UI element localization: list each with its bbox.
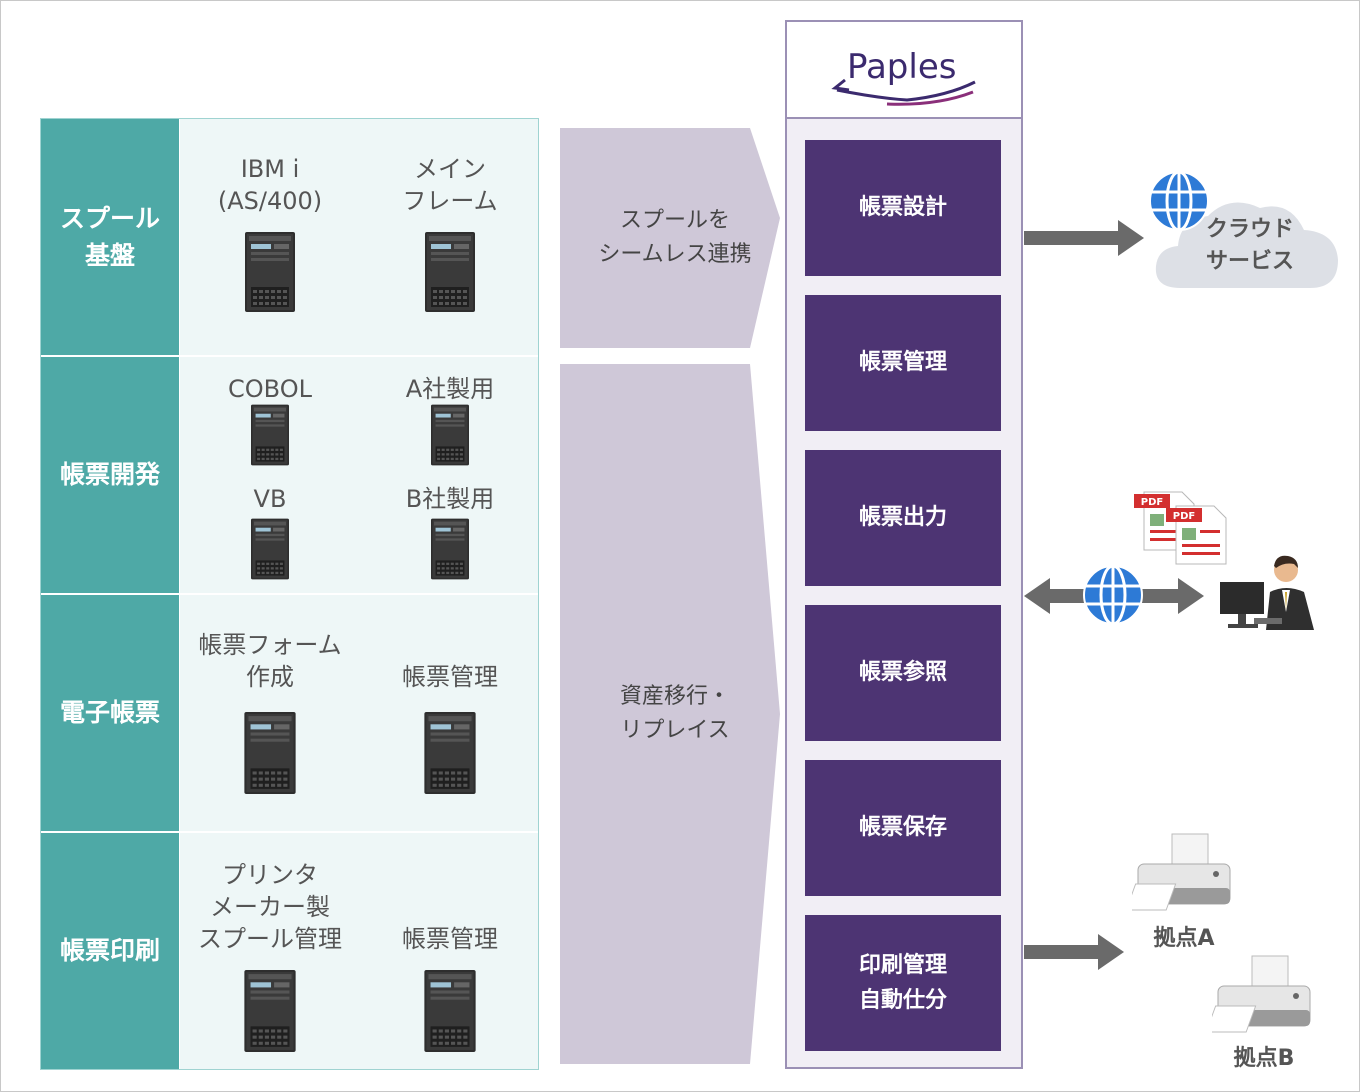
label-ibm-i: IBM i (AS/400) <box>217 155 323 215</box>
category-form-development: 帳票開発 <box>41 357 179 593</box>
server-icon <box>431 518 469 580</box>
function-form-reference: 帳票参照 <box>805 605 1001 741</box>
server-icon <box>244 232 296 312</box>
cloud-icon <box>1155 202 1338 288</box>
server-icon <box>431 404 469 466</box>
label-form-creation: 帳票フォーム 作成 <box>198 631 342 691</box>
category-spool-base: スプール 基盤 <box>41 119 179 355</box>
label-form-management-1: 帳票管理 <box>402 663 498 691</box>
label-form-management-2: 帳票管理 <box>402 925 498 953</box>
paples-logo-box: Paples <box>785 20 1023 119</box>
label-vb: VB <box>253 485 287 513</box>
migration-band-arrow <box>560 364 780 1064</box>
arrow-to-printers <box>1024 934 1124 970</box>
form-printing-area <box>180 833 539 1069</box>
category-form-printing: 帳票印刷 <box>41 833 179 1069</box>
paples-logo-text: Paples <box>847 47 956 87</box>
category-electronic-forms: 電子帳票 <box>41 595 179 831</box>
spool-base-area <box>180 119 539 355</box>
server-icon <box>424 232 476 312</box>
label-company-b: B社製用 <box>405 485 495 513</box>
function-form-design: 帳票設計 <box>805 140 1001 276</box>
electronic-forms-area <box>180 595 539 831</box>
left-panel-border <box>40 118 539 1070</box>
band-text-migration: 資産移行・ リプレイス <box>619 684 730 744</box>
server-icon <box>424 712 476 794</box>
form-development-area <box>180 357 539 593</box>
globe-icon <box>1083 564 1143 626</box>
printer-icon <box>1212 955 1311 1033</box>
paples-logo: Paples <box>831 47 976 106</box>
label-printer-spool: プリンタ メーカー製 スプール管理 <box>198 861 342 953</box>
pdf-label: PDF <box>1141 497 1163 508</box>
function-form-management: 帳票管理 <box>805 295 1001 431</box>
label-company-a: A社製用 <box>405 375 495 403</box>
label-cobol: COBOL <box>228 375 312 403</box>
server-icon <box>251 518 289 580</box>
globe-icon <box>1149 170 1209 232</box>
server-icon <box>424 970 476 1052</box>
function-form-storage: 帳票保存 <box>805 760 1001 896</box>
function-print-sorting: 印刷管理 自動仕分 <box>805 915 1001 1051</box>
cloud-service-label: クラウド サービス <box>1205 217 1294 274</box>
server-icon <box>244 712 296 794</box>
arrow-to-cloud <box>1024 220 1144 256</box>
user-at-computer-icon <box>1220 555 1314 630</box>
pdf-document-icon: PDF PDF <box>1134 491 1227 565</box>
seamless-band-arrow <box>560 128 780 348</box>
site-b-label: 拠点B <box>1233 1046 1295 1071</box>
label-mainframe: メイン フレーム <box>402 155 498 215</box>
function-form-output: 帳票出力 <box>805 450 1001 586</box>
pdf-label: PDF <box>1173 511 1195 522</box>
paples-function-column <box>785 119 1023 1069</box>
site-a-label: 拠点A <box>1153 926 1215 951</box>
printer-icon <box>1132 833 1231 911</box>
server-icon <box>251 404 289 466</box>
band-text-seamless: スプールを シームレス連携 <box>598 208 752 268</box>
server-icon <box>244 970 296 1052</box>
